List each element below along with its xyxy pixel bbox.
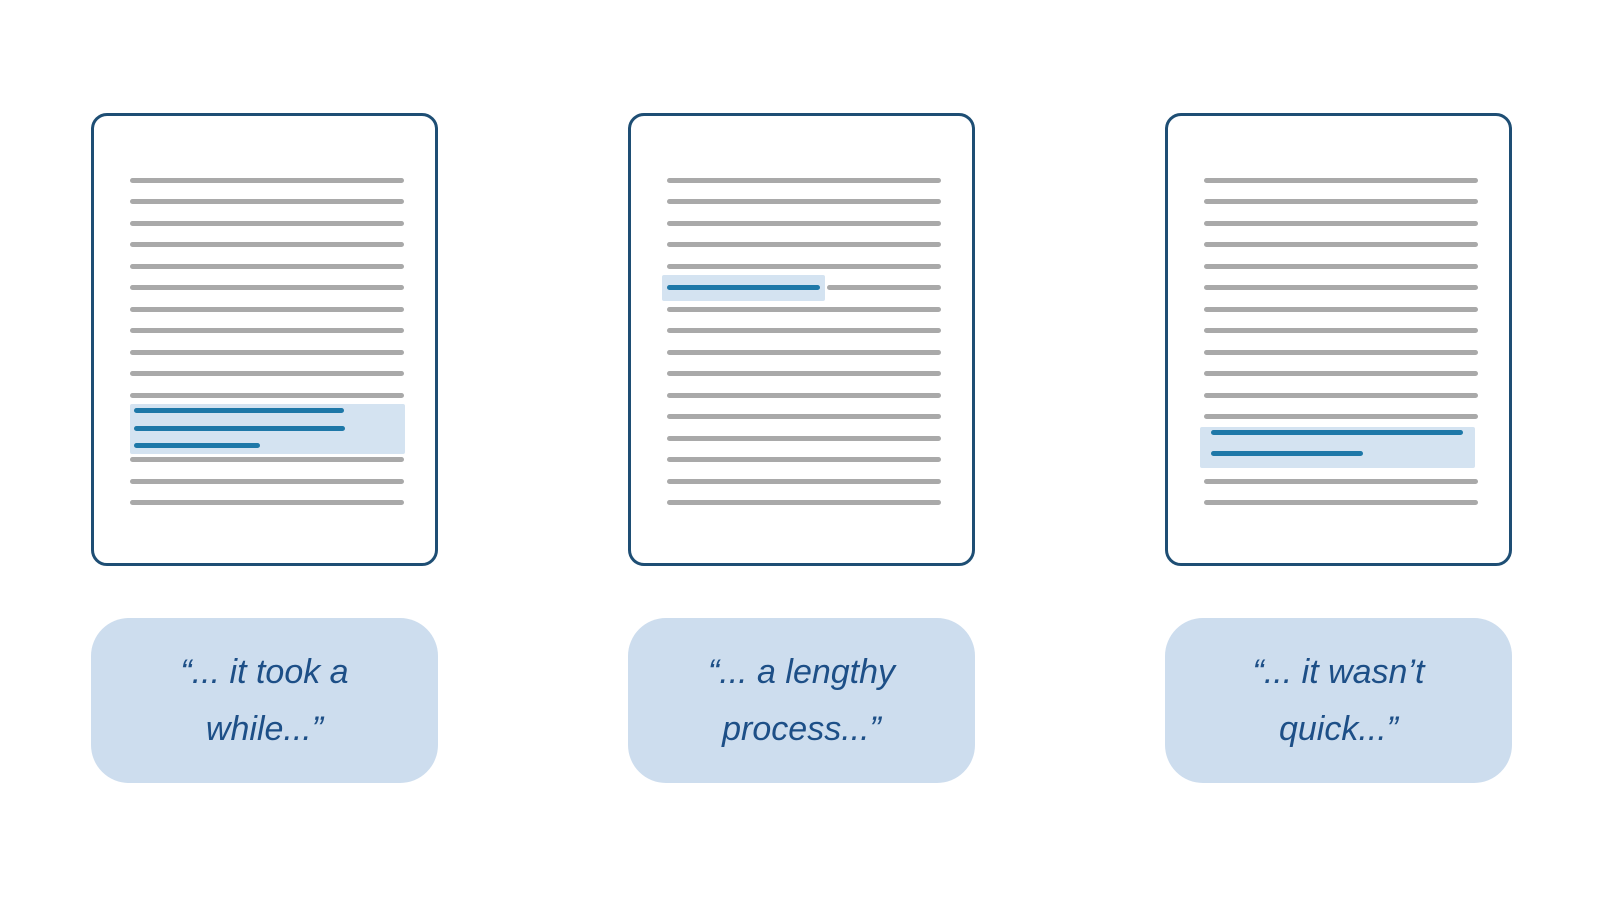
text-line bbox=[667, 307, 941, 312]
text-line bbox=[130, 221, 404, 226]
highlighted-text-line bbox=[134, 426, 345, 431]
text-line bbox=[1204, 285, 1478, 290]
text-line bbox=[667, 199, 941, 204]
text-line bbox=[667, 178, 941, 183]
text-line bbox=[1204, 199, 1478, 204]
text-line bbox=[130, 285, 404, 290]
quote-text: quick...” bbox=[1278, 709, 1399, 748]
quote-text: “... it took a bbox=[180, 652, 349, 691]
document-illustration-2 bbox=[628, 113, 975, 566]
text-line-partial bbox=[827, 285, 941, 290]
highlighted-text-line bbox=[1211, 430, 1463, 435]
text-line bbox=[1204, 328, 1478, 333]
document-illustration-3 bbox=[1165, 113, 1512, 566]
text-line bbox=[667, 393, 941, 398]
highlighted-text-line bbox=[134, 443, 260, 448]
text-line bbox=[667, 350, 941, 355]
text-line bbox=[667, 436, 941, 441]
text-line bbox=[130, 350, 404, 355]
quote-text: “... a lengthy bbox=[707, 652, 896, 691]
text-line bbox=[130, 393, 404, 398]
text-line bbox=[1204, 221, 1478, 226]
text-line bbox=[130, 178, 404, 183]
text-line bbox=[130, 242, 404, 247]
highlighted-text-line bbox=[1211, 451, 1363, 456]
text-line bbox=[1204, 479, 1478, 484]
quote-text: process...” bbox=[722, 709, 881, 748]
quote-text: “... it wasn’t bbox=[1252, 652, 1425, 691]
text-line bbox=[1204, 307, 1478, 312]
highlighted-text-line bbox=[667, 285, 820, 290]
quote-bubble-2: “... a lengthy process...” bbox=[628, 618, 975, 783]
text-line bbox=[130, 457, 404, 462]
highlighted-text-line bbox=[134, 408, 344, 413]
quote-text: while...” bbox=[205, 709, 324, 748]
text-line bbox=[667, 264, 941, 269]
text-line bbox=[1204, 242, 1478, 247]
document-illustration-1 bbox=[91, 113, 438, 566]
text-line bbox=[130, 371, 404, 376]
text-line bbox=[130, 199, 404, 204]
text-line bbox=[667, 479, 941, 484]
text-line bbox=[667, 221, 941, 226]
text-line bbox=[667, 242, 941, 247]
text-line bbox=[130, 479, 404, 484]
text-line bbox=[130, 264, 404, 269]
text-line bbox=[667, 457, 941, 462]
text-line bbox=[667, 371, 941, 376]
text-line bbox=[1204, 414, 1478, 419]
text-line bbox=[1204, 264, 1478, 269]
text-line bbox=[667, 328, 941, 333]
text-line bbox=[1204, 371, 1478, 376]
text-line bbox=[130, 307, 404, 312]
quote-bubble-1: “... it took a while...” bbox=[91, 618, 438, 783]
text-line bbox=[1204, 350, 1478, 355]
text-line bbox=[667, 500, 941, 505]
quote-bubble-3: “... it wasn’t quick...” bbox=[1165, 618, 1512, 783]
text-line bbox=[1204, 393, 1478, 398]
text-line bbox=[1204, 178, 1478, 183]
text-line bbox=[130, 328, 404, 333]
text-line bbox=[667, 414, 941, 419]
text-line bbox=[1204, 500, 1478, 505]
text-line bbox=[130, 500, 404, 505]
